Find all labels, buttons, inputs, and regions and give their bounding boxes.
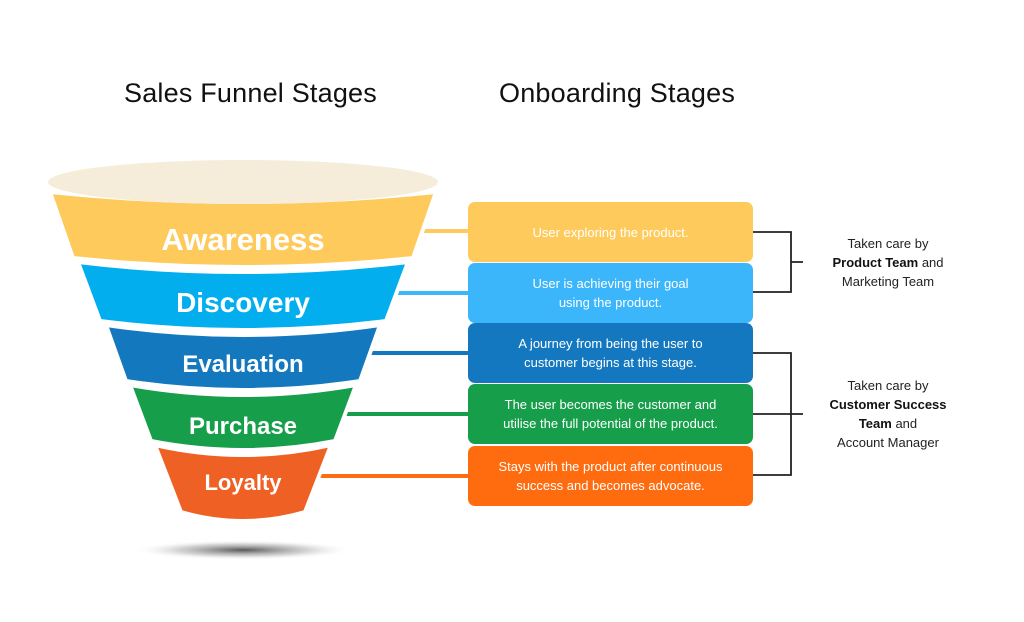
onboarding-box-awareness: User exploring the product. <box>468 202 753 262</box>
onboarding-box-purchase: The user becomes the customer and utilis… <box>468 384 753 444</box>
onboarding-description: The user becomes the customer and utilis… <box>503 397 718 431</box>
funnel-label-awareness: Awareness <box>161 222 324 257</box>
onboarding-box-evaluation: A journey from being the user to custome… <box>468 323 753 383</box>
funnel-label-loyalty: Loyalty <box>204 470 282 495</box>
onboarding-description: User is achieving their goal using the p… <box>532 276 689 310</box>
note-team-name: Product Team <box>832 255 919 270</box>
funnel-label-evaluation: Evaluation <box>182 351 303 378</box>
funnel-segment-evaluation <box>102 322 384 392</box>
note-prefix: Taken care by <box>847 236 929 251</box>
onboarding-box-discovery: User is achieving their goal using the p… <box>468 263 753 323</box>
funnel-segment-loyalty <box>151 442 335 523</box>
onboarding-stages-title: Onboarding Stages <box>499 78 736 108</box>
bracket-product-team <box>753 231 803 293</box>
onboarding-description: A journey from being the user to custome… <box>518 336 703 370</box>
funnel-segment-discovery <box>74 259 412 332</box>
onboarding-description: Stays with the product after continuous … <box>498 459 723 493</box>
funnel-rim <box>48 160 438 204</box>
sales-funnel-title: Sales Funnel Stages <box>124 78 377 108</box>
funnel-segment-purchase <box>126 382 360 452</box>
note-team: Customer Success Team and <box>826 395 951 433</box>
note-prefix: Taken care by <box>847 378 929 393</box>
note-last: Marketing Team <box>841 274 935 289</box>
note-suffix: and <box>921 255 944 270</box>
note-team-name: Customer Success Team <box>829 397 947 431</box>
funnel-shadow <box>133 540 353 560</box>
funnel-label-purchase: Purchase <box>189 413 297 440</box>
note-suffix: and <box>895 416 918 431</box>
note-team: Product Team and <box>808 253 968 272</box>
funnel-label-discovery: Discovery <box>176 287 310 318</box>
note-last: Account Manager <box>837 435 939 450</box>
onboarding-box-loyalty: Stays with the product after continuous … <box>468 446 753 506</box>
onboarding-description: User exploring the product. <box>532 224 689 240</box>
